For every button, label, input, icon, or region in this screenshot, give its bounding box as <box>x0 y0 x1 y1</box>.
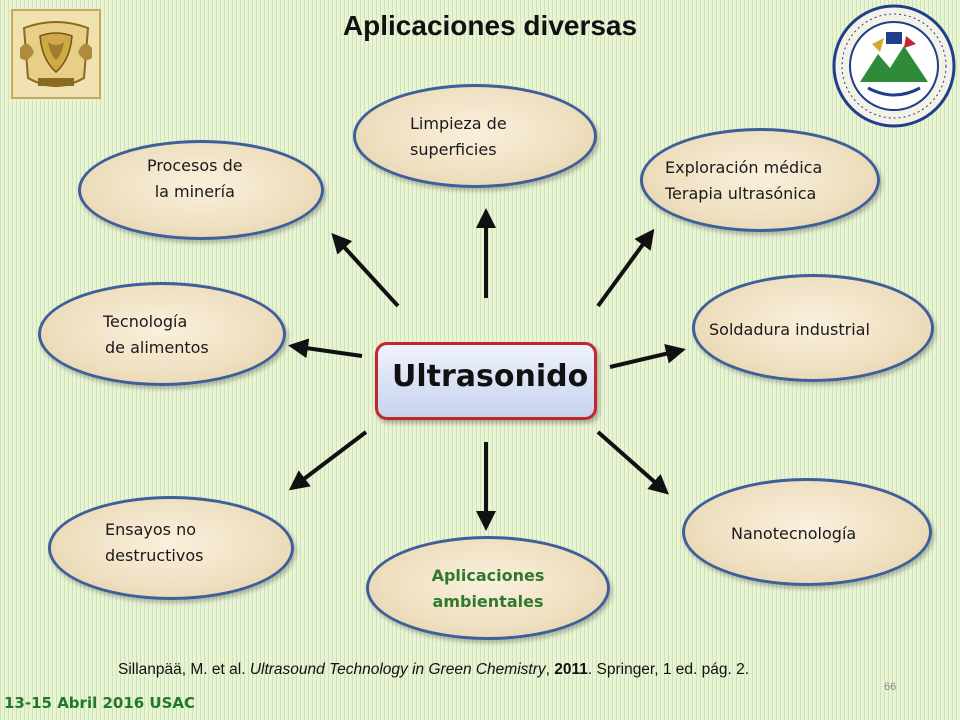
node-nanotecnologia: Nanotecnología <box>682 478 932 586</box>
unam-crest-logo <box>11 9 101 99</box>
usac-seal-logo <box>832 4 956 128</box>
slide-title: Aplicaciones diversas <box>342 10 638 41</box>
arrow-to-medica <box>596 228 655 308</box>
node-medica: Exploración médica Terapia ultrasónica <box>640 128 880 232</box>
arrow-to-ensayos <box>288 430 368 491</box>
citation: Sillanpää, M. et al. Ultrasound Technolo… <box>118 661 750 678</box>
arrow-to-mineria <box>331 233 400 308</box>
node-ambientales: Aplicaciones ambientales <box>366 536 610 640</box>
center-label: Ultrasonido <box>392 359 589 394</box>
center-node: Ultrasonido <box>375 342 597 420</box>
node-alimentos: Tecnología de alimentos <box>38 282 286 386</box>
arrow-to-alimentos <box>288 338 363 359</box>
arrow-to-nanotecnologia <box>596 430 669 495</box>
node-limpieza: Limpieza de superficies <box>353 84 597 188</box>
node-mineria: Procesos de la minería <box>78 140 324 240</box>
node-ensayos: Ensayos no destructivos <box>48 496 294 600</box>
page-number: 66 <box>884 681 897 693</box>
footer-date: 13-15 Abril 2016 USAC <box>4 694 196 712</box>
arrow-to-soldadura <box>609 343 686 369</box>
node-soldadura: Soldadura industrial <box>692 274 934 382</box>
